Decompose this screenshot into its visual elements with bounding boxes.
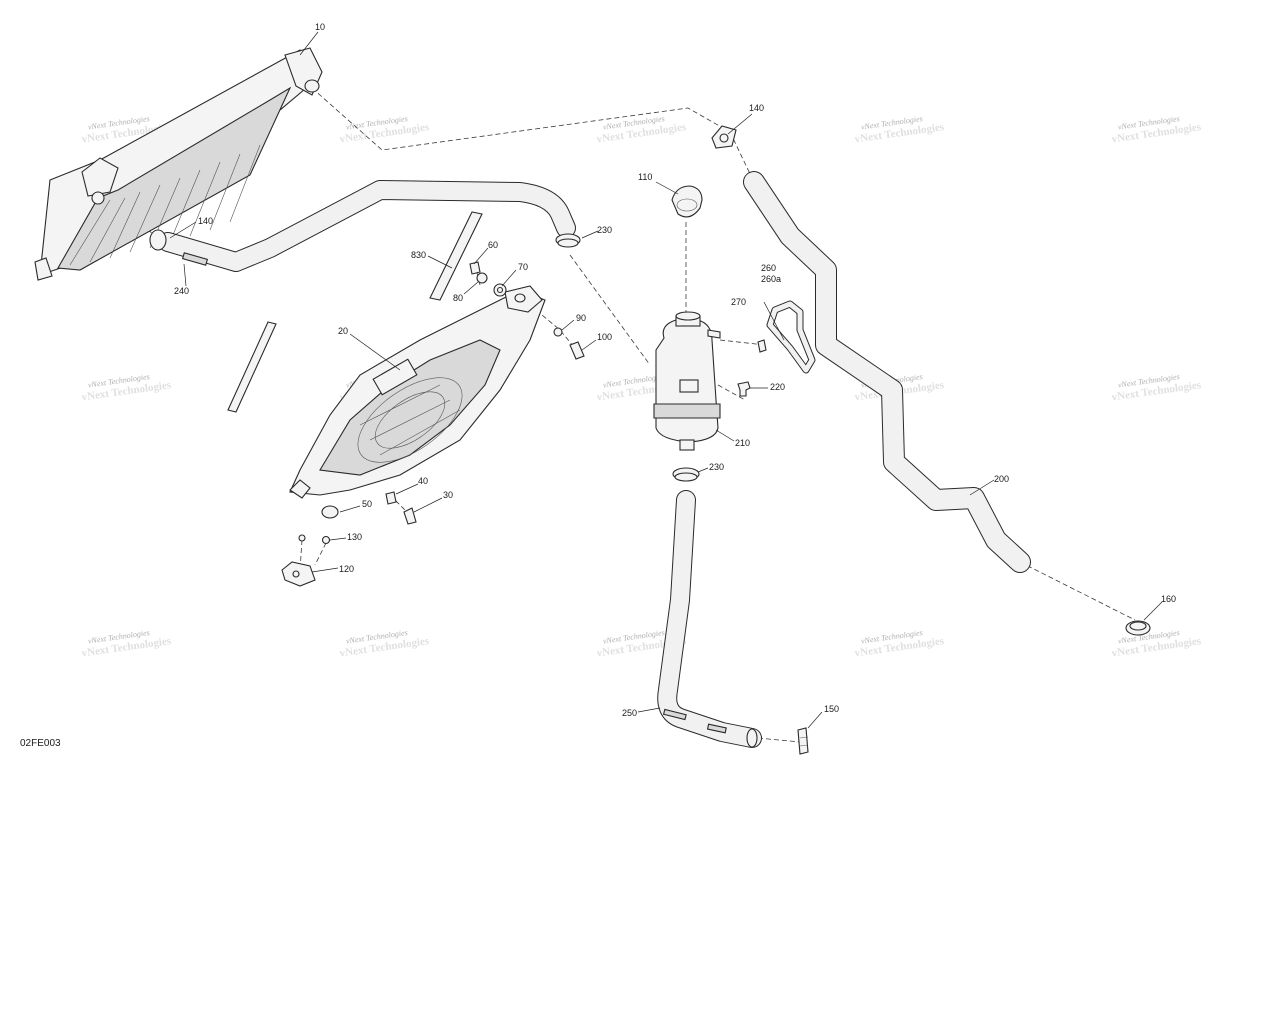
part-label-130: 130 (347, 532, 362, 542)
part-label-230: 230 (597, 225, 612, 235)
part-label-90: 90 (576, 313, 586, 323)
part-label-260: 260 (761, 263, 776, 273)
part-label-110: 110 (638, 172, 652, 182)
part-label-30: 30 (443, 490, 453, 500)
part-labels: 10 140 140 240 110 230 830 60 70 80 20 9… (174, 22, 1176, 718)
fasteners (281, 261, 585, 587)
lower-tank-hose (657, 490, 762, 748)
diagram-code: 02FE003 (20, 738, 61, 749)
tank-fittings (737, 339, 767, 397)
leader-lines (169, 31, 1163, 729)
part-label-150: 150 (824, 704, 839, 714)
part-label-140: 140 (198, 216, 213, 226)
hose-clamp-230-lower (672, 467, 700, 482)
part-label-210: 210 (735, 438, 750, 448)
part-label-200: 200 (994, 474, 1009, 484)
part-label-260a: 260a (761, 274, 781, 284)
hose-clamp-230-upper (555, 233, 581, 248)
part-label-120: 120 (339, 564, 354, 574)
hose-clamp-150 (797, 727, 809, 755)
part-label-80: 80 (453, 293, 463, 303)
foam-strip (227, 211, 483, 413)
radiator-outlet-hose (743, 171, 1031, 573)
radiator (34, 47, 323, 281)
part-label-230: 230 (709, 462, 724, 472)
overflow-hose (766, 300, 816, 374)
part-label-20: 20 (338, 326, 348, 336)
expansion-tank (653, 311, 721, 451)
part-label-60: 60 (488, 240, 498, 250)
part-label-160: 160 (1161, 594, 1176, 604)
part-label-10: 10 (315, 22, 325, 32)
hose-clamp-160 (1125, 620, 1151, 636)
part-label-220: 220 (770, 382, 785, 392)
part-label-50: 50 (362, 499, 372, 509)
part-label-250: 250 (622, 708, 637, 718)
part-label-100: 100 (597, 332, 612, 342)
upper-radiator-hose (149, 180, 576, 272)
part-label-240: 240 (174, 286, 189, 296)
part-label-270: 270 (731, 297, 746, 307)
reservoir-cap (671, 185, 703, 218)
part-label-70: 70 (518, 262, 528, 272)
fan-assembly (289, 285, 546, 499)
part-label-140: 140 (749, 103, 764, 113)
hose-clamp-140 (711, 125, 737, 149)
part-label-830: 830 (411, 250, 426, 260)
part-label-40: 40 (418, 476, 428, 486)
